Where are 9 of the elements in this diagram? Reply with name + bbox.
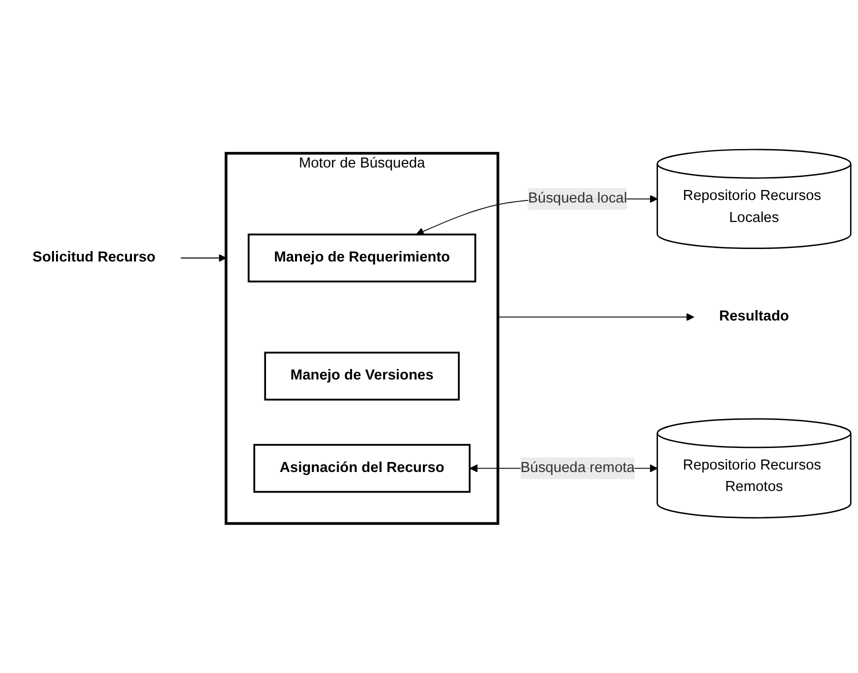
node-text: Resultado (719, 308, 789, 324)
node-box: Manejo de Versiones (264, 352, 460, 401)
arrow (180, 254, 226, 262)
node-box: Manejo de Requerimiento (248, 234, 476, 282)
arrow (497, 313, 694, 322)
node-text: Solicitud Recurso (32, 250, 156, 266)
node-box: Asignación del Recurso (253, 444, 471, 493)
edge-label: Búsqueda local (528, 190, 628, 206)
edge-label: Búsqueda remota (520, 460, 635, 476)
